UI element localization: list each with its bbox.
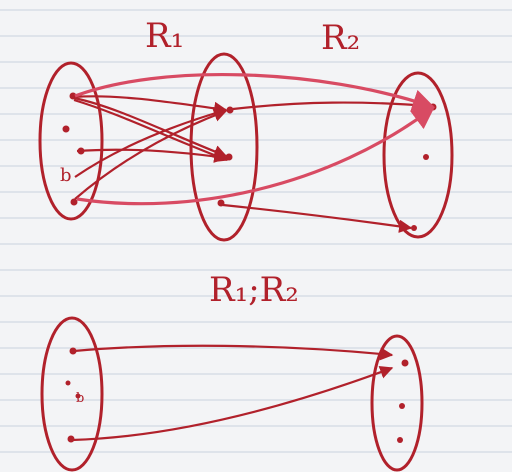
composite-label: R₁;R₂: [209, 270, 299, 310]
composite-a3-dot: [75, 393, 81, 399]
composite-arrows: [71, 344, 394, 442]
arrow-a1-b1: [73, 95, 228, 115]
arrow-a3-b2: [76, 148, 228, 163]
bottom-nodes: [65, 347, 409, 443]
node-b-label: b: [60, 165, 72, 186]
top-node-labels: b: [60, 165, 72, 186]
c2-dot: [423, 154, 429, 160]
composite-c1-dot: [401, 359, 409, 367]
overlay-a1-c1: [74, 72, 436, 112]
r1-label: R₁: [145, 16, 184, 56]
b3-dot: [217, 199, 225, 207]
bottom-label: R₁;R₂: [209, 270, 299, 310]
arrow-a1-b2-upper: [73, 96, 228, 158]
bottom-node-labels: b: [76, 391, 84, 406]
bottom-sets: [40, 316, 424, 472]
arrow-a1-b2-lower: [73, 98, 229, 162]
composition-overlay-arrows: [74, 72, 436, 206]
a4-dot: [70, 198, 78, 206]
composite-arrow-a4-c1: [71, 365, 394, 442]
c3-dot: [411, 225, 417, 231]
r2-arrows: [222, 98, 432, 233]
set-c-ellipse: [382, 71, 454, 239]
composite-c2-dot: [399, 403, 405, 409]
arrow-a4-b1: [74, 109, 228, 200]
composite-node-b-label: b: [76, 391, 84, 406]
top-labels: R₁ R₂: [145, 16, 360, 58]
arrow-b3-c3: [222, 203, 413, 233]
r2-label: R₂: [321, 18, 360, 58]
overlay-a4-c1: [76, 106, 435, 206]
composite-right-ellipse: [370, 334, 424, 472]
set-a-ellipse: [38, 61, 104, 221]
arrow-b-b1: [74, 106, 228, 178]
b1-dot: [226, 106, 234, 114]
arrow-b1-c1: [232, 98, 432, 112]
composite-c3-dot: [397, 437, 403, 443]
top-sets: [38, 52, 454, 242]
set-b-ellipse: [189, 52, 259, 242]
composite-arrow-a1-c1: [73, 344, 394, 361]
a2-dot: [62, 125, 70, 133]
r1-arrows: [73, 95, 229, 200]
rule-lines: [0, 9, 512, 453]
composite-a1-dot: [69, 347, 77, 355]
composite-a2-dot: [65, 380, 71, 386]
composite-left-ellipse: [40, 316, 104, 472]
